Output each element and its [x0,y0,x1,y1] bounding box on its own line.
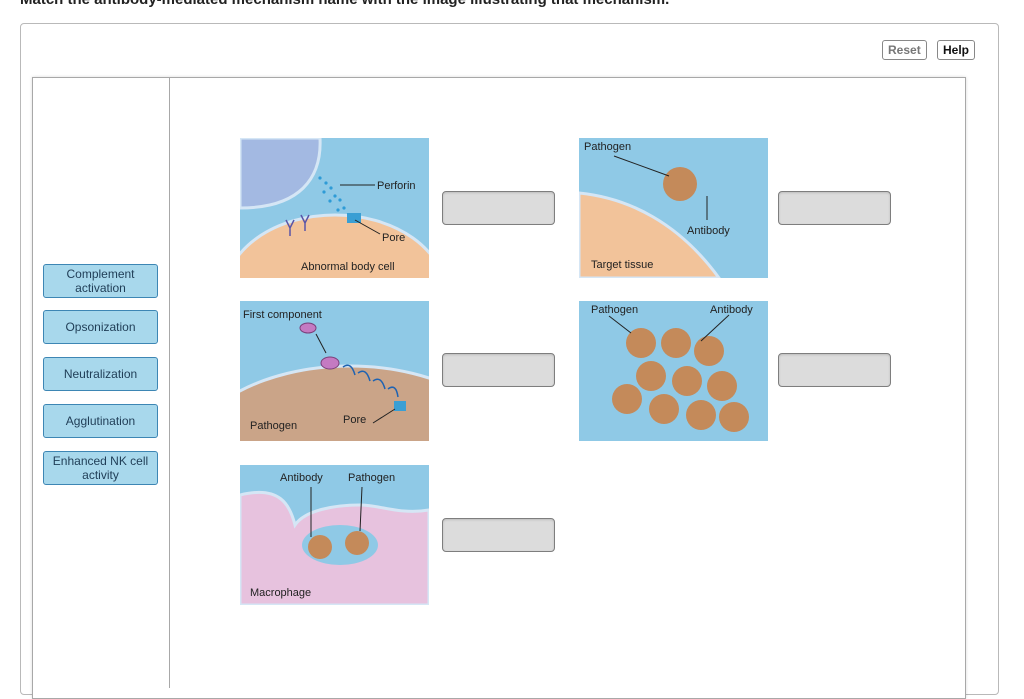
macrophage-label: Macrophage [250,587,311,599]
label-enhanced-nk-cell-activity[interactable]: Enhanced NK cell activity [43,451,158,485]
pathogen-label: Pathogen [591,304,638,316]
complement-illustration: First component Pathogen Pore [240,301,429,441]
drop-zone-nk-cell[interactable] [442,191,555,225]
drop-zone-opsonization[interactable] [442,518,555,552]
drop-zone-complement[interactable] [442,353,555,387]
perforin-label: Perforin [377,180,416,192]
instruction-text: Match the antibody-mediated mechanism na… [20,0,669,8]
figure-complement-activation: First component Pathogen Pore [240,301,429,441]
label-complement-activation[interactable]: Complement activation [43,264,158,298]
figure-neutralization: Pathogen Antibody Target tissue [579,138,768,278]
agglutination-illustration: Pathogen Antibody [579,301,768,441]
abnormal-cell-label: Abnormal body cell [301,261,395,273]
label-agglutination[interactable]: Agglutination [43,404,158,438]
target-tissue-label: Target tissue [591,259,653,271]
antibody-label: Antibody [710,304,753,316]
pore-label: Pore [382,232,405,244]
label-bank-divider [169,78,170,688]
neutralization-illustration: Pathogen Antibody Target tissue [579,138,768,278]
matching-panel [32,77,966,699]
antibody-label: Antibody [687,225,730,237]
reset-button[interactable]: Reset [882,40,927,60]
drop-zone-neutralization[interactable] [778,191,891,225]
label-neutralization[interactable]: Neutralization [43,357,158,391]
label-opsonization[interactable]: Opsonization [43,310,158,344]
first-component-label: First component [243,309,322,321]
drop-zone-agglutination[interactable] [778,353,891,387]
figure-agglutination: Pathogen Antibody [579,301,768,441]
help-button[interactable]: Help [937,40,976,60]
antibody-label: Antibody [280,472,323,484]
nk-cell-illustration: Perforin Pore Abnormal body cell [240,138,429,278]
pathogen-label: Pathogen [250,420,297,432]
pathogen-label: Pathogen [348,472,395,484]
figure-nk-cell-activity: Perforin Pore Abnormal body cell [240,138,429,278]
opsonization-illustration: Antibody Pathogen Macrophage [240,465,429,605]
pathogen-label: Pathogen [584,141,631,153]
figure-opsonization: Antibody Pathogen Macrophage [240,465,429,605]
pore-label: Pore [343,414,366,426]
